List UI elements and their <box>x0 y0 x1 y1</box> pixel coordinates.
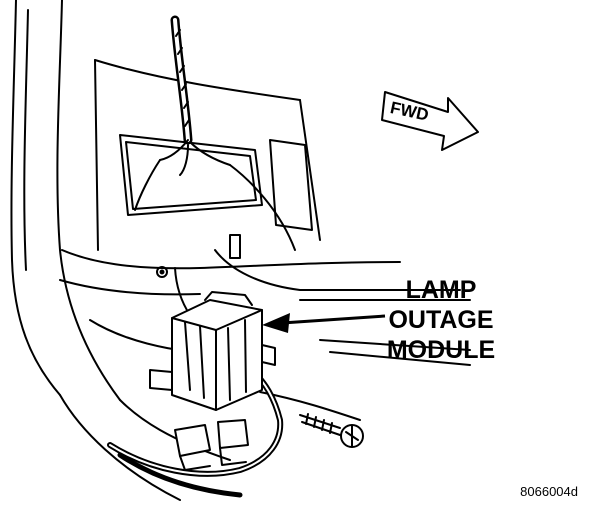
mounting-clip <box>156 266 168 278</box>
mounting-screw <box>299 413 364 448</box>
body-panel-outline <box>10 0 401 501</box>
callout-arrow <box>262 313 386 333</box>
callout-line-1: LAMP <box>406 276 477 304</box>
forward-direction-arrow: FWD <box>381 91 479 151</box>
wiring-harness <box>107 15 296 498</box>
callout-line-3: MODULE <box>387 336 495 364</box>
figure-code: 8066004d <box>520 484 578 499</box>
harness-connectors <box>174 419 249 471</box>
trim-panel <box>89 59 471 421</box>
callout-label: LAMP OUTAGE MODULE <box>387 276 495 364</box>
callout-line-2: OUTAGE <box>388 306 493 334</box>
lamp-outage-module <box>149 291 276 411</box>
